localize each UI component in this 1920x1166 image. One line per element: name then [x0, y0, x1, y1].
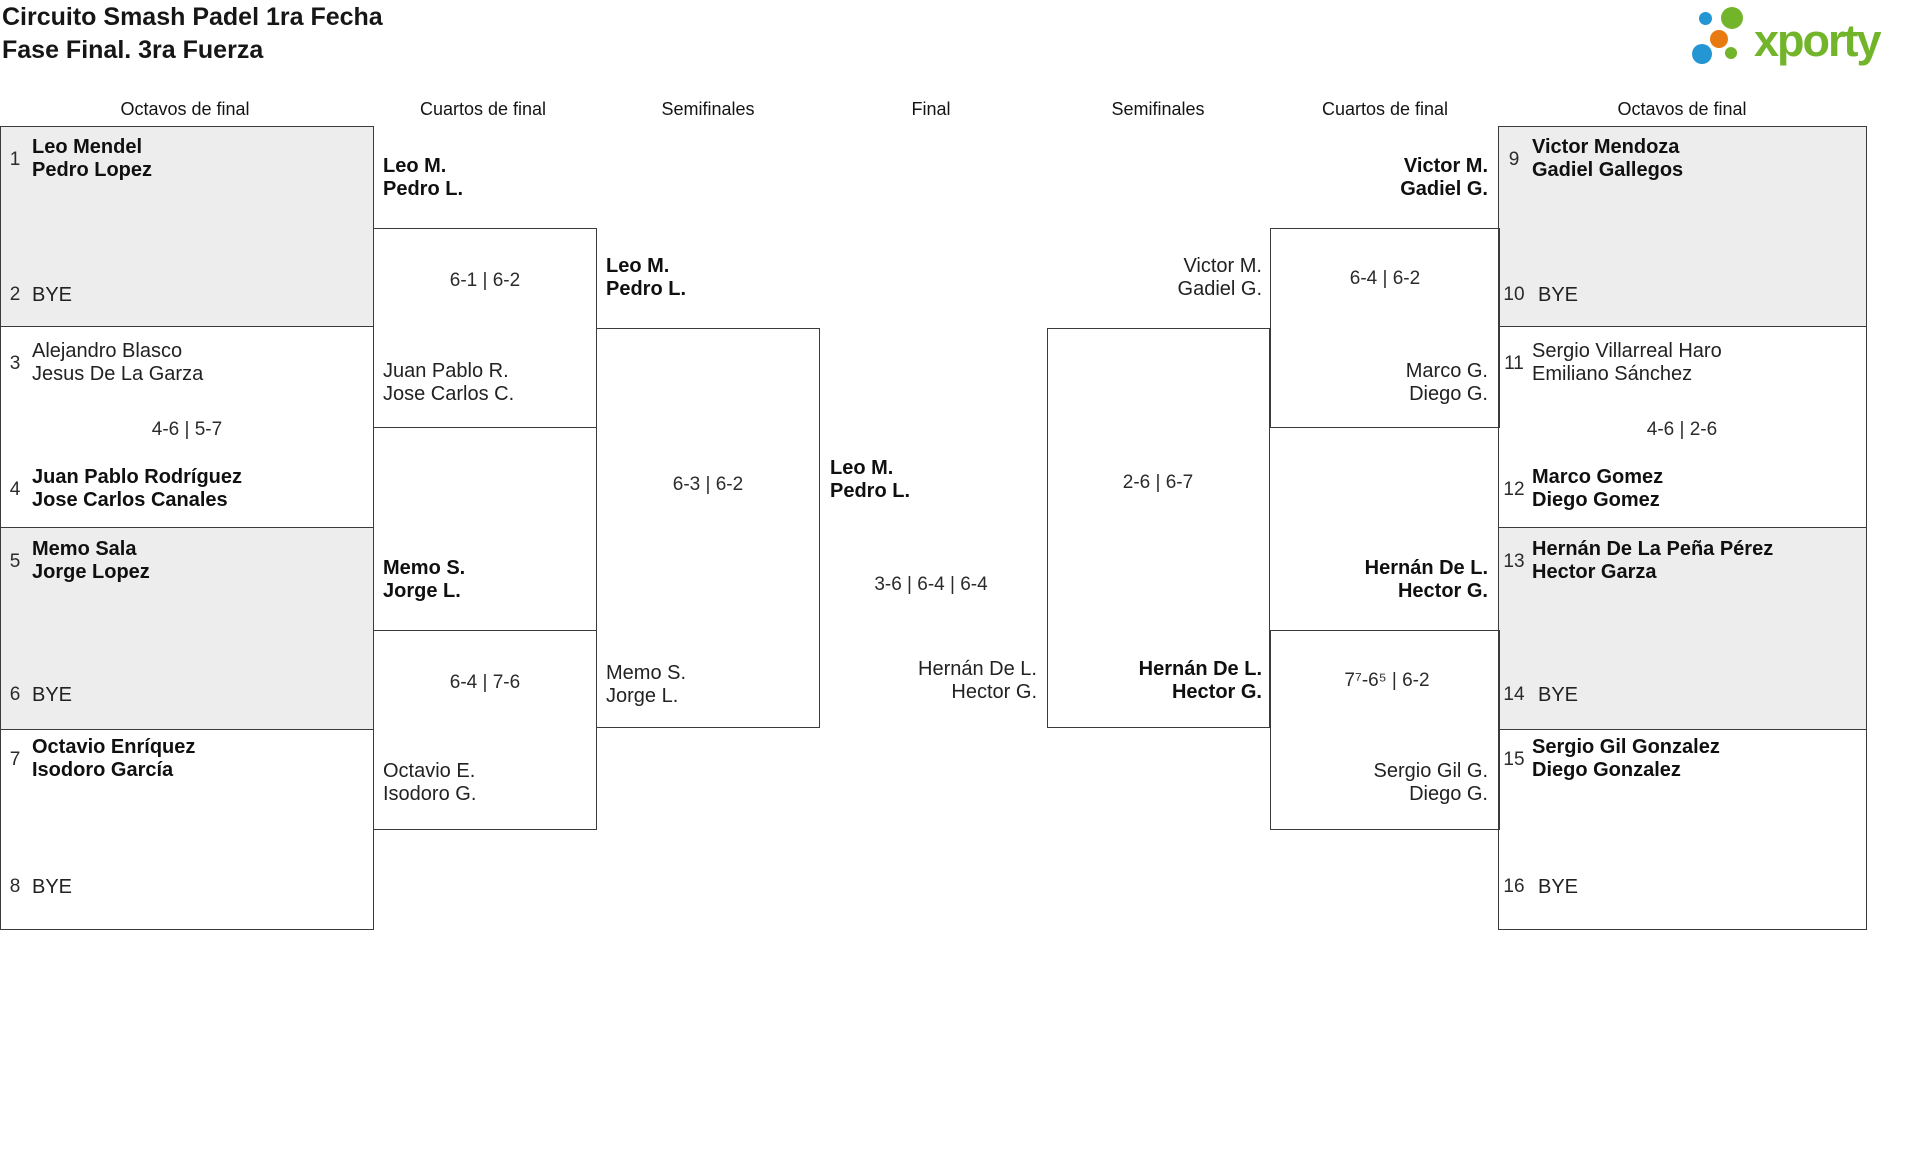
seed-14-number: 14 — [1503, 684, 1525, 705]
seed-7-number: 7 — [9, 749, 21, 770]
right-octavos-column — [1498, 126, 1867, 930]
page-title: Circuito Smash Padel 1ra Fecha Fase Fina… — [2, 1, 383, 67]
right-cuartos-match1-score: 6-4 | 6-2 — [1349, 268, 1421, 289]
left-octavos-column — [0, 126, 374, 930]
logo-dot-orange-icon — [1710, 30, 1728, 48]
seed-8-number: 8 — [9, 876, 21, 897]
page-title-line2: Fase Final. 3ra Fuerza — [2, 36, 264, 64]
left-cuartos-match1-score: 6-1 | 6-2 — [449, 270, 521, 291]
round-header-right-octavos: Octavos de final — [1617, 99, 1747, 119]
round-header-left-octavos: Octavos de final — [120, 99, 250, 119]
left-semifinal-box — [595, 328, 820, 728]
right-cuartos-match1-box — [1270, 228, 1500, 428]
left-cuartos-match1-team1: Leo M. Pedro L. — [383, 155, 464, 200]
left-semifinal-team1: Leo M. Pedro L. — [606, 255, 687, 300]
seed-14-team: BYE — [1538, 684, 1579, 706]
page-title-line1: Circuito Smash Padel 1ra Fecha — [2, 3, 383, 31]
seed-12-number: 12 — [1503, 479, 1525, 500]
seed-10-team: BYE — [1538, 284, 1579, 306]
seed-11-team: Sergio Villarreal Haro Emiliano Sánchez — [1532, 340, 1722, 385]
seed-5-team: Memo Sala Jorge Lopez — [32, 538, 150, 583]
right-octavos-box-seeds-9-10 — [1499, 127, 1866, 327]
left-octavos-match2-score: 4-6 | 5-7 — [151, 419, 223, 440]
left-cuartos-match1-team2: Juan Pablo R. Jose Carlos C. — [383, 360, 515, 405]
seed-2-number: 2 — [9, 284, 21, 305]
left-cuartos-match2-score: 6-4 | 7-6 — [449, 672, 521, 693]
seed-15-team: Sergio Gil Gonzalez Diego Gonzalez — [1532, 736, 1720, 781]
final-score: 3-6 | 6-4 | 6-4 — [874, 574, 988, 595]
logo-dot-blue-small-icon — [1699, 12, 1712, 25]
left-cuartos-match2-team2: Octavio E. Isodoro G. — [383, 760, 477, 805]
final-runner-up-team: Hernán De L. Hector G. — [918, 658, 1037, 703]
left-semifinal-team2: Memo S. Jorge L. — [606, 662, 687, 707]
seed-1-number: 1 — [9, 149, 21, 170]
seed-4-team: Juan Pablo Rodríguez Jose Carlos Canales — [32, 466, 243, 511]
logo-dot-green-big-icon — [1721, 7, 1743, 29]
right-semifinal-box — [1047, 328, 1270, 728]
right-cuartos-match1-team2: Marco G. Diego G. — [1405, 360, 1488, 405]
right-cuartos-match2-team1: Hernán De L. Hector G. — [1364, 557, 1488, 602]
seed-13-number: 13 — [1503, 551, 1525, 572]
seed-1-team: Leo Mendel Pedro Lopez — [32, 136, 153, 181]
round-header-right-cuartos: Cuartos de final — [1321, 99, 1449, 119]
seed-13-team: Hernán De La Peña Pérez Hector Garza — [1532, 538, 1774, 583]
seed-7-team: Octavio Enríquez Isodoro García — [32, 736, 196, 781]
right-cuartos-match1-team1: Victor M. Gadiel G. — [1400, 155, 1488, 200]
left-octavos-box-seeds-1-2 — [1, 127, 373, 327]
seed-2-team: BYE — [32, 284, 73, 306]
right-semifinal-team2: Hernán De L. Hector G. — [1138, 658, 1262, 703]
round-header-left-cuartos: Cuartos de final — [419, 99, 547, 119]
right-cuartos-match2-team2: Sergio Gil G. Diego G. — [1373, 760, 1488, 805]
seed-9-team: Victor Mendoza Gadiel Gallegos — [1532, 136, 1684, 181]
round-header-left-semis: Semifinales — [661, 99, 755, 119]
seed-15-number: 15 — [1503, 749, 1525, 770]
seed-10-number: 10 — [1503, 284, 1525, 305]
seed-6-number: 6 — [9, 684, 21, 705]
right-semifinal-score: 2-6 | 6-7 — [1122, 472, 1194, 493]
left-octavos-box-seeds-3-4 — [1, 327, 373, 528]
right-cuartos-match2-score: 7⁷-6⁵ | 6-2 — [1344, 670, 1430, 691]
round-header-final: Final — [911, 99, 951, 119]
right-octavos-box-seeds-13-14 — [1499, 528, 1866, 730]
seed-3-number: 3 — [9, 353, 21, 374]
logo-wordmark: xporty — [1754, 15, 1882, 66]
logo-dot-blue-big-icon — [1692, 44, 1712, 64]
seed-8-team: BYE — [32, 876, 73, 898]
final-winner-team: Leo M. Pedro L. — [830, 457, 911, 502]
seed-6-team: BYE — [32, 684, 73, 706]
left-octavos-box-seeds-5-6 — [1, 528, 373, 730]
left-cuartos-match2-box — [372, 630, 597, 830]
seed-11-number: 11 — [1504, 353, 1524, 374]
seed-5-number: 5 — [9, 551, 21, 572]
left-cuartos-match2-team1: Memo S. Jorge L. — [383, 557, 466, 602]
right-octavos-match2-score: 4-6 | 2-6 — [1646, 419, 1718, 440]
right-octavos-box-seeds-11-12 — [1499, 327, 1866, 528]
right-semifinal-team1: Victor M. Gadiel G. — [1177, 255, 1262, 300]
seed-4-number: 4 — [9, 479, 21, 500]
round-header-right-semis: Semifinales — [1111, 99, 1205, 119]
seed-12-team: Marco Gomez Diego Gomez — [1532, 466, 1664, 511]
logo-dot-green-small-icon — [1725, 47, 1737, 59]
left-semifinal-score: 6-3 | 6-2 — [672, 474, 744, 495]
right-cuartos-match2-box — [1270, 630, 1500, 830]
seed-9-number: 9 — [1508, 149, 1520, 170]
seed-3-team: Alejandro Blasco Jesus De La Garza — [32, 340, 204, 385]
seed-16-number: 16 — [1503, 876, 1525, 897]
seed-16-team: BYE — [1538, 876, 1579, 898]
